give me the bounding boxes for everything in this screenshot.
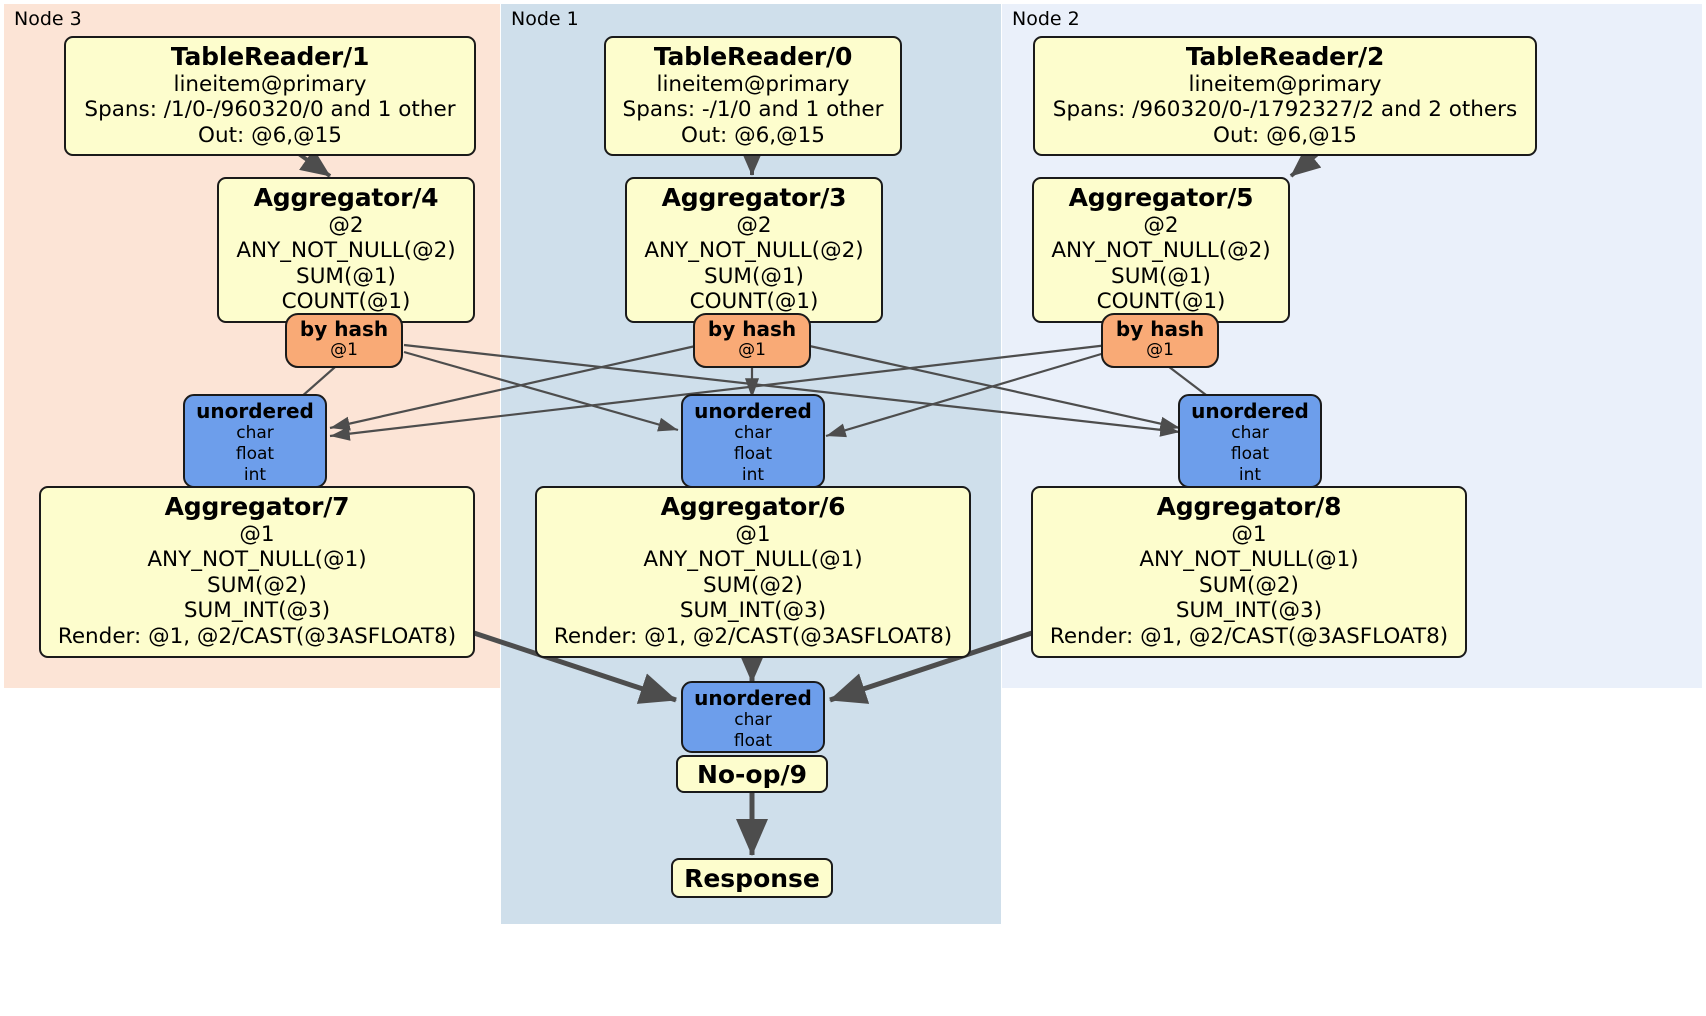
synchronizer-unordered-final[interactable]: unordered char float — [681, 681, 825, 753]
processor-line: @2 — [328, 212, 364, 238]
processor-title: Response — [684, 863, 820, 893]
router-line: @1 — [1146, 340, 1174, 361]
processor-line: ANY_NOT_NULL(@1) — [643, 547, 863, 573]
processor-line: SUM_INT(@3) — [183, 598, 331, 624]
processor-response[interactable]: Response — [671, 858, 833, 898]
processor-aggregator-5[interactable]: Aggregator/5 @2 ANY_NOT_NULL(@2) SUM(@1)… — [1032, 177, 1290, 324]
processor-line: COUNT(@1) — [689, 289, 819, 315]
router-by-hash-left[interactable]: by hash @1 — [285, 313, 403, 368]
processor-line: @1 — [239, 521, 275, 547]
processor-line: Render: @1, @2/CAST(@3ASFLOAT8) — [1049, 624, 1449, 650]
processor-line: @2 — [1143, 212, 1179, 238]
processor-title: TableReader/2 — [1185, 42, 1385, 71]
processor-aggregator-4[interactable]: Aggregator/4 @2 ANY_NOT_NULL(@2) SUM(@1)… — [217, 177, 475, 324]
router-by-hash-mid[interactable]: by hash @1 — [693, 313, 811, 368]
processor-line: SUM(@1) — [1111, 263, 1211, 289]
processor-line: @1 — [1231, 521, 1267, 547]
processor-line: Out: @6,@15 — [681, 122, 825, 148]
processor-aggregator-8[interactable]: Aggregator/8 @1 ANY_NOT_NULL(@1) SUM(@2)… — [1031, 486, 1467, 658]
router-title: by hash — [1115, 317, 1205, 341]
processor-title: Aggregator/5 — [1068, 183, 1254, 212]
panel-node-2-label: Node 2 — [1012, 8, 1080, 30]
processor-line: @1 — [735, 521, 771, 547]
processor-line: lineitem@primary — [173, 71, 367, 97]
processor-line: Spans: /960320/0-/1792327/2 and 2 others — [1052, 97, 1518, 123]
processor-title: TableReader/0 — [653, 42, 853, 71]
processor-line: @2 — [736, 212, 772, 238]
processor-line: ANY_NOT_NULL(@1) — [147, 547, 367, 573]
synchronizer-unordered-mid[interactable]: unordered char float int — [681, 394, 825, 488]
processor-tablereader-0[interactable]: TableReader/0 lineitem@primary Spans: -/… — [604, 36, 902, 157]
processor-title: Aggregator/8 — [1156, 492, 1342, 521]
panel-node-3-label: Node 3 — [14, 8, 82, 30]
synchronizer-line: char — [734, 710, 772, 731]
processor-line: SUM(@2) — [207, 572, 307, 598]
processor-tablereader-2[interactable]: TableReader/2 lineitem@primary Spans: /9… — [1033, 36, 1537, 157]
processor-title: Aggregator/6 — [660, 492, 846, 521]
processor-line: Out: @6,@15 — [198, 122, 342, 148]
processor-title: No-op/9 — [696, 759, 808, 789]
synchronizer-line: float — [235, 444, 275, 465]
processor-line: Spans: -/1/0 and 1 other — [622, 97, 884, 123]
router-title: by hash — [707, 317, 797, 341]
synchronizer-title: unordered — [196, 399, 314, 423]
panel-node-1-label: Node 1 — [511, 8, 579, 30]
processor-line: lineitem@primary — [1188, 71, 1382, 97]
synchronizer-title: unordered — [1191, 399, 1309, 423]
synchronizer-unordered-right[interactable]: unordered char float int — [1178, 394, 1322, 488]
processor-line: Spans: /1/0-/960320/0 and 1 other — [84, 97, 456, 123]
processor-aggregator-6[interactable]: Aggregator/6 @1 ANY_NOT_NULL(@1) SUM(@2)… — [535, 486, 971, 658]
processor-tablereader-1[interactable]: TableReader/1 lineitem@primary Spans: /1… — [64, 36, 476, 157]
processor-aggregator-3[interactable]: Aggregator/3 @2 ANY_NOT_NULL(@2) SUM(@1)… — [625, 177, 883, 324]
synchronizer-unordered-left[interactable]: unordered char float int — [183, 394, 327, 488]
router-line: @1 — [330, 340, 358, 361]
processor-line: SUM(@2) — [1199, 572, 1299, 598]
processor-line: ANY_NOT_NULL(@2) — [236, 238, 456, 264]
processor-line: lineitem@primary — [656, 71, 850, 97]
synchronizer-title: unordered — [694, 399, 812, 423]
processor-no-op-9[interactable]: No-op/9 — [676, 755, 828, 793]
synchronizer-title: unordered — [694, 686, 812, 710]
processor-title: Aggregator/4 — [253, 183, 439, 212]
synchronizer-line: float — [733, 444, 773, 465]
router-by-hash-right[interactable]: by hash @1 — [1101, 313, 1219, 368]
processor-line: ANY_NOT_NULL(@1) — [1139, 547, 1359, 573]
synchronizer-line: int — [741, 464, 765, 485]
synchronizer-line: char — [734, 423, 772, 444]
processor-line: COUNT(@1) — [281, 289, 411, 315]
processor-line: COUNT(@1) — [1096, 289, 1226, 315]
synchronizer-line: char — [236, 423, 274, 444]
processor-line: SUM(@1) — [296, 263, 396, 289]
processor-line: ANY_NOT_NULL(@2) — [644, 238, 864, 264]
processor-line: Render: @1, @2/CAST(@3ASFLOAT8) — [553, 624, 953, 650]
processor-line: ANY_NOT_NULL(@2) — [1051, 238, 1271, 264]
router-title: by hash — [299, 317, 389, 341]
processor-line: SUM_INT(@3) — [1175, 598, 1323, 624]
synchronizer-line: float — [733, 731, 773, 752]
processor-line: SUM(@2) — [703, 572, 803, 598]
processor-line: SUM(@1) — [704, 263, 804, 289]
processor-line: Render: @1, @2/CAST(@3ASFLOAT8) — [57, 624, 457, 650]
processor-aggregator-7[interactable]: Aggregator/7 @1 ANY_NOT_NULL(@1) SUM(@2)… — [39, 486, 475, 658]
processor-line: SUM_INT(@3) — [679, 598, 827, 624]
synchronizer-line: float — [1230, 444, 1270, 465]
processor-line: Out: @6,@15 — [1213, 122, 1357, 148]
router-line: @1 — [738, 340, 766, 361]
synchronizer-line: int — [243, 464, 267, 485]
processor-title: Aggregator/7 — [164, 492, 350, 521]
processor-title: TableReader/1 — [170, 42, 370, 71]
synchronizer-line: char — [1231, 423, 1269, 444]
synchronizer-line: int — [1238, 464, 1262, 485]
processor-title: Aggregator/3 — [661, 183, 847, 212]
